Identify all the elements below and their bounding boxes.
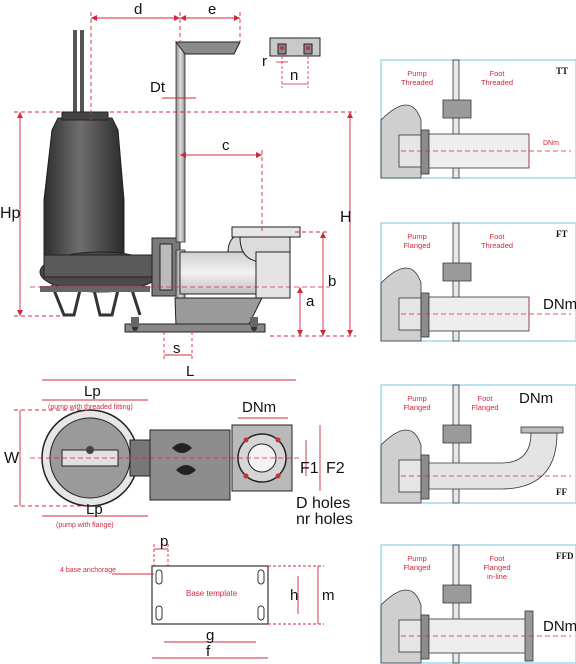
panel-pump-label: Pump <box>407 232 427 241</box>
dim-label-b: b <box>328 273 336 290</box>
dim-label-nr-holes: nr holes <box>296 511 353 528</box>
dim-label-a: a <box>306 293 315 310</box>
side-view-dimensions <box>14 12 356 360</box>
dim-label-l: L <box>186 363 194 380</box>
plan-view <box>30 409 300 507</box>
base-template <box>151 565 269 625</box>
panel-foot-type: Threaded <box>481 78 513 87</box>
note-base-anchorage: 4 base anchorage <box>60 567 116 574</box>
panel-pump-label: Pump <box>407 394 427 403</box>
panel-dnm-label: DNm <box>543 140 559 147</box>
dim-label-lp-bottom: Lp <box>86 501 103 518</box>
panel-foot-label: Foot <box>477 394 493 403</box>
panel-pump-label: Pump <box>407 554 427 563</box>
panel-dnm-label: DNm <box>519 390 553 407</box>
panel-code: TT <box>556 66 568 76</box>
panel-code: FT <box>556 229 568 239</box>
dim-label-p: p <box>160 533 168 550</box>
dim-label-e: e <box>208 1 216 18</box>
panel-foot-inline: in-line <box>487 572 507 581</box>
panel-pump-type: Flanged <box>403 403 430 412</box>
dim-label-n: n <box>290 67 298 84</box>
dim-label-h-small: h <box>290 587 298 604</box>
dim-label-dnm: DNm <box>242 399 276 416</box>
panel-foot-type: Threaded <box>481 241 513 250</box>
panel-pump-type: Flanged <box>403 241 430 250</box>
note-pump-flange: (pump with flange) <box>56 522 114 529</box>
dimension-arrows <box>17 15 353 336</box>
dim-label-d: d <box>134 1 142 18</box>
rail-clamp-detail <box>269 37 321 88</box>
note-threaded-fitting: (pump with threaded fitting) <box>48 404 133 411</box>
dim-label-lp-top: Lp <box>84 383 101 400</box>
dim-label-hp: Hp <box>0 205 21 222</box>
panel-foot-label: Foot <box>489 69 505 78</box>
dim-label-m: m <box>322 587 335 604</box>
panel-foot-label: Foot <box>489 554 505 563</box>
dim-label-c: c <box>222 137 230 154</box>
panel-foot-label: Foot <box>489 232 505 241</box>
panel-dnm-label: DNm <box>543 618 576 635</box>
panel-pump-type: Threaded <box>401 78 433 87</box>
dim-label-g: g <box>206 627 214 644</box>
panel-foot-type: Flanged <box>483 563 510 572</box>
dim-label-d-holes: D holes <box>296 495 350 512</box>
panel-pump-type: Flanged <box>403 563 430 572</box>
dim-label-dt: Dt <box>150 79 166 96</box>
panel-code: FF <box>556 487 567 497</box>
panel-foot-type: Flanged <box>471 403 498 412</box>
dim-label-s: s <box>173 340 181 357</box>
base-template-dimensions <box>112 544 324 659</box>
label-base-template: Base template <box>186 589 238 598</box>
dim-label-r: r <box>262 53 267 70</box>
coupling-panels: PumpThreadedFootThreadedTTDNmPumpFlanged… <box>380 59 576 664</box>
dim-label-f: f <box>206 643 211 660</box>
dim-label-w: W <box>4 450 20 467</box>
dim-label-h: H <box>340 209 352 226</box>
plan-view-dimensions <box>14 379 321 517</box>
panel-dnm-label: DNm <box>543 296 576 313</box>
dim-label-f1: F1 <box>300 460 319 477</box>
dim-label-f2: F2 <box>326 460 345 477</box>
panel-code: FFD <box>556 551 574 561</box>
side-view <box>30 30 330 333</box>
panel-pump-label: Pump <box>407 69 427 78</box>
